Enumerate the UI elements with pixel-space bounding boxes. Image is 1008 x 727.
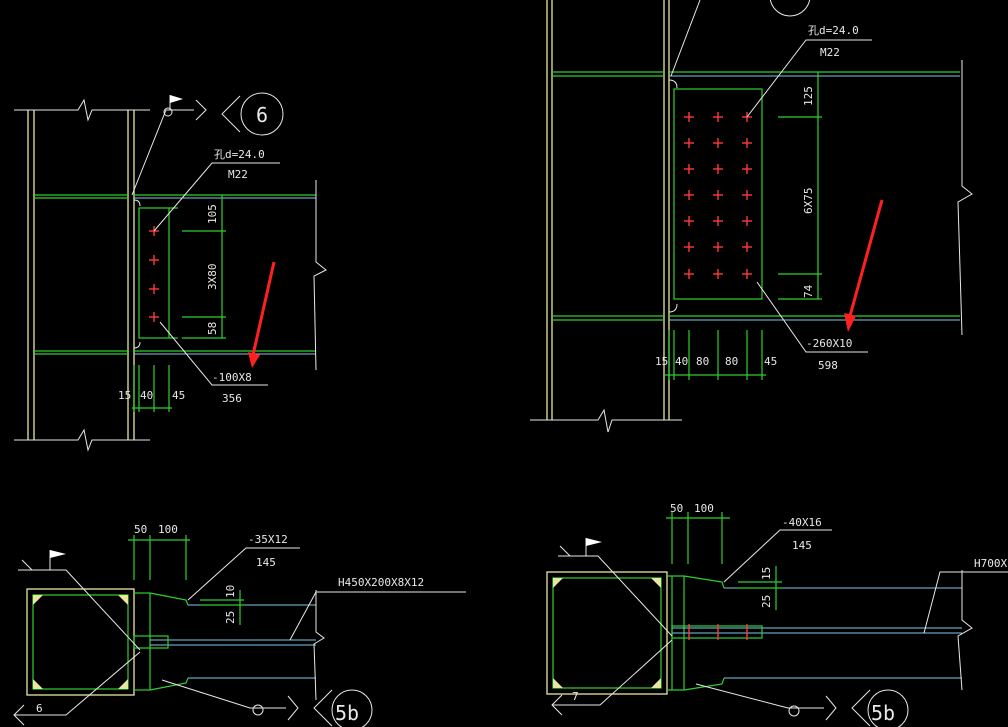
bolt-label: M22 xyxy=(820,46,840,59)
dim-50: 50 xyxy=(670,502,683,515)
plate-label: -260X10 xyxy=(806,337,852,350)
dim-45: 45 xyxy=(172,389,185,402)
detail-bottom-right: 50 100 15 25 -40X16 145 H700X 7 5b xyxy=(546,502,1008,727)
dim-100: 100 xyxy=(158,523,178,536)
dim-40: 40 xyxy=(140,389,153,402)
plate-label: -35X12 xyxy=(248,533,288,546)
dim-125: 125 xyxy=(802,86,815,106)
weld-callout: 6 xyxy=(131,92,284,196)
dim-100: 100 xyxy=(694,502,714,515)
dim-105: 105 xyxy=(206,204,219,224)
dim-40: 40 xyxy=(675,355,688,368)
box-column xyxy=(546,571,668,695)
red-arrow-icon xyxy=(844,313,856,332)
callout-number: 6 xyxy=(256,103,268,127)
dim-15: 15 xyxy=(118,389,131,402)
hole-label: 孔d=24.0 xyxy=(808,24,859,37)
dim-45: 45 xyxy=(764,355,777,368)
dim-74: 74 xyxy=(802,284,815,298)
plate-length: 145 xyxy=(792,539,812,552)
detail-top-left: 105 3X80 58 15 40 45 6 孔d=24.0 M22 -100X… xyxy=(14,92,327,452)
dim-80a: 80 xyxy=(696,355,709,368)
beam-label: H700X xyxy=(974,557,1007,570)
hole-label: 孔d=24.0 xyxy=(214,148,265,161)
dim-15: 15 xyxy=(655,355,668,368)
red-arrow-icon xyxy=(248,352,260,368)
dim-6x75: 6X75 xyxy=(802,188,815,215)
beam xyxy=(134,180,327,371)
bolt-group xyxy=(684,112,752,279)
dim-3x80: 3X80 xyxy=(206,264,219,291)
beam-label: H450X200X8X12 xyxy=(338,576,424,589)
dim-10: 10 xyxy=(224,585,237,598)
plate-length: 598 xyxy=(818,359,838,372)
dim-50: 50 xyxy=(134,523,147,536)
dim-25: 25 xyxy=(224,611,237,624)
plate-length: 145 xyxy=(256,556,276,569)
shear-plate xyxy=(673,88,763,300)
dim-80b: 80 xyxy=(725,355,738,368)
beam xyxy=(669,60,973,336)
plate-label: -40X16 xyxy=(782,516,822,529)
dim-25: 25 xyxy=(760,595,773,608)
shear-plate xyxy=(138,207,170,339)
bolt-group xyxy=(688,624,748,640)
callout-number: 5b xyxy=(335,701,359,725)
dim-15: 15 xyxy=(760,567,773,580)
callout-number: 5b xyxy=(871,701,895,725)
weld-size: 7 xyxy=(572,690,579,703)
detail-bottom-left: 50 100 10 25 -35X12 145 H450X200X8X12 6 … xyxy=(13,523,466,727)
dim-58: 58 xyxy=(206,322,219,335)
bolt-group xyxy=(149,226,159,322)
plate-length: 356 xyxy=(222,392,242,405)
beam xyxy=(134,590,325,701)
plate-label: -100X8 xyxy=(212,371,252,384)
beam xyxy=(667,570,973,691)
weld-size: 6 xyxy=(36,702,43,715)
detail-top-right: 125 6X75 74 15 40 80 80 45 孔d=24.0 M22 -… xyxy=(530,0,973,433)
box-column xyxy=(26,588,135,696)
bolt-label: M22 xyxy=(228,168,248,181)
